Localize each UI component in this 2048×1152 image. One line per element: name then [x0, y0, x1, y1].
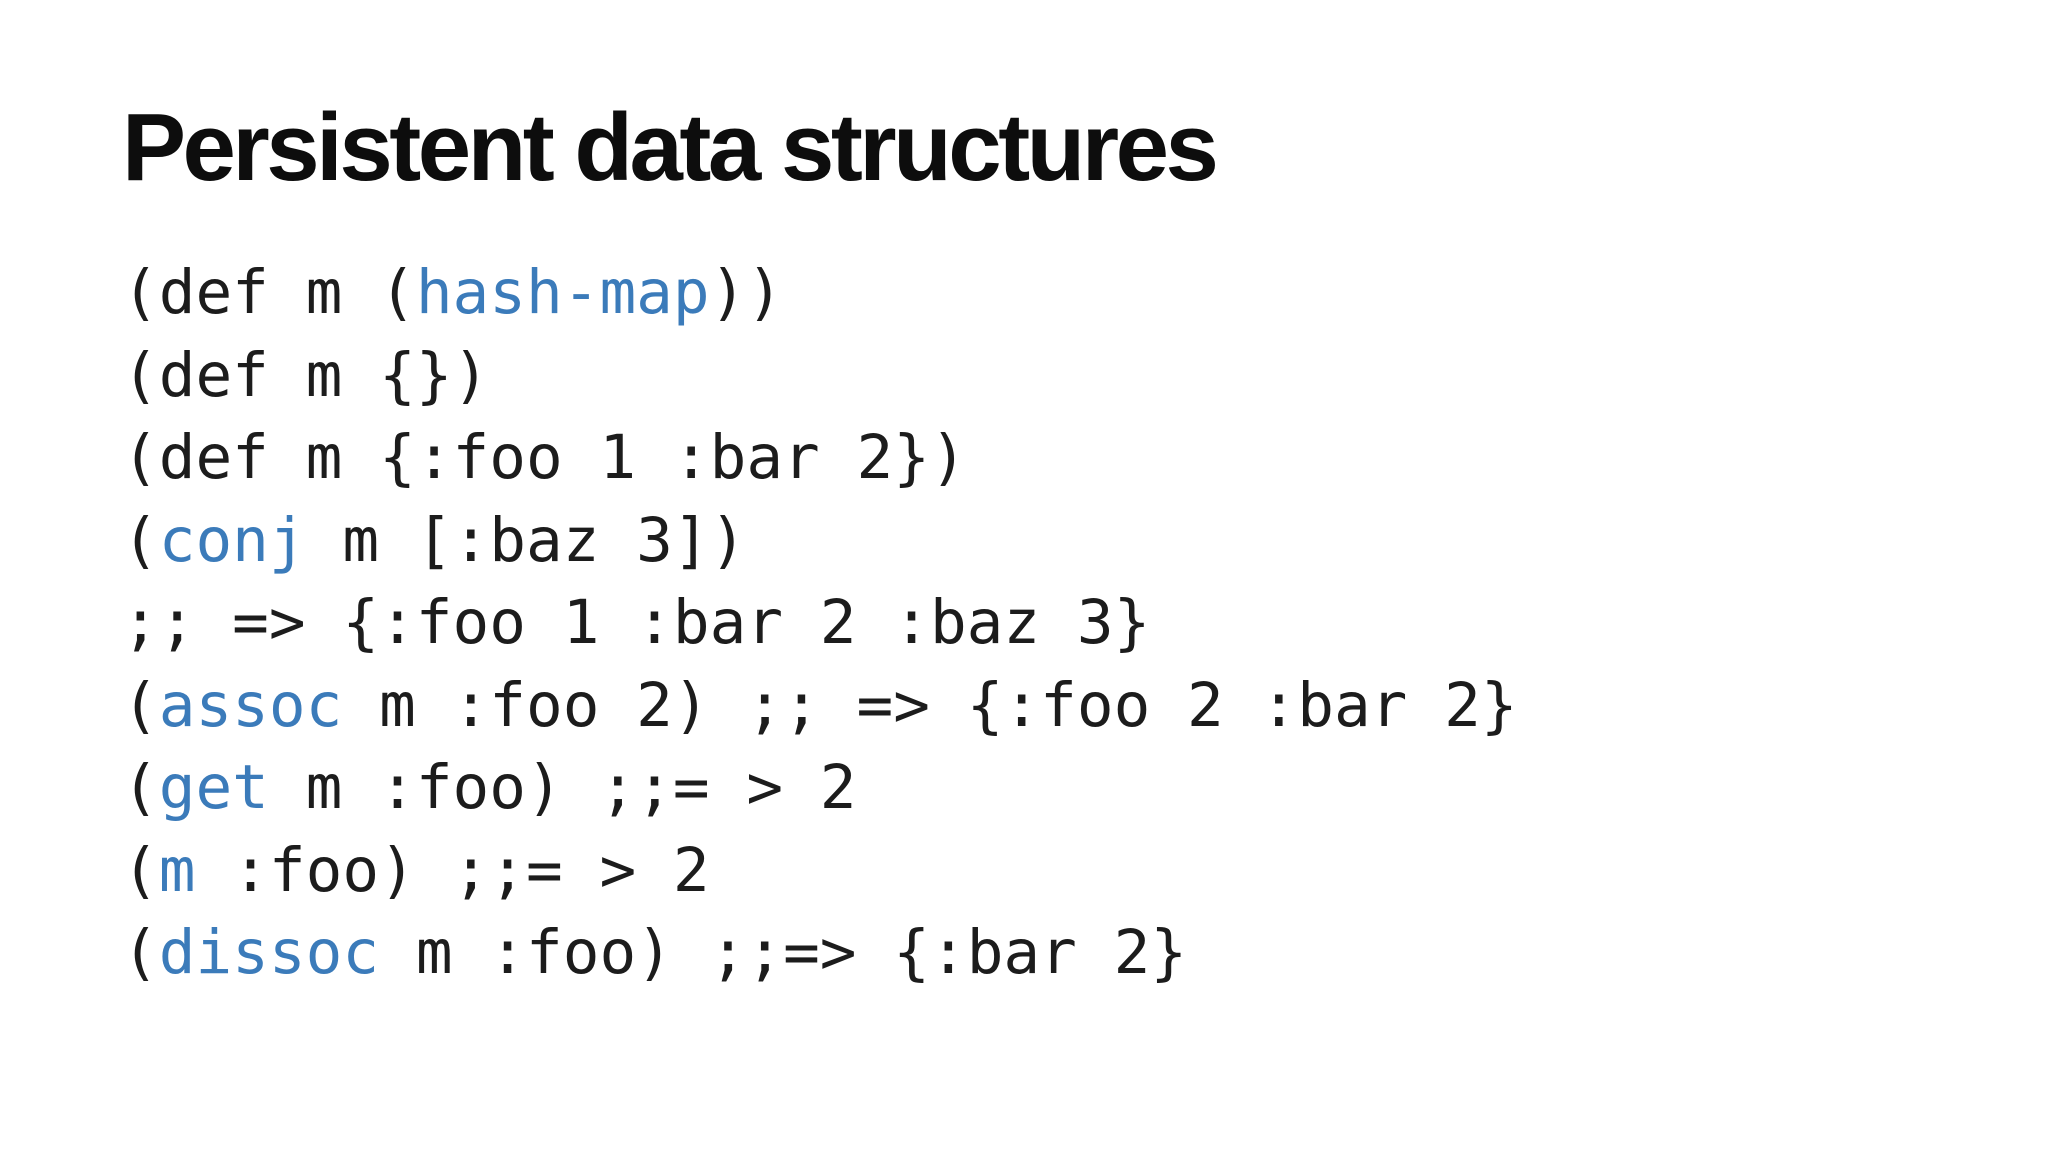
- code-text: m :foo) ;;=> {:bar 2}: [379, 917, 1188, 988]
- code-keyword: conj: [158, 504, 306, 576]
- code-text: (: [122, 504, 159, 576]
- code-text: (def m {:foo 1 :bar 2}): [122, 422, 967, 493]
- code-line: ;; => {:foo 1 :bar 2 :baz 3}: [122, 582, 1518, 665]
- code-text: m [:baz 3]): [305, 504, 747, 576]
- code-text: (: [122, 752, 159, 823]
- code-line: (def m {}): [122, 335, 1518, 418]
- code-text: :foo) ;;= > 2: [195, 834, 710, 906]
- code-line: (def m (hash-map)): [122, 252, 1518, 335]
- code-keyword: m: [158, 834, 196, 906]
- code-line: (m :foo) ;;= > 2: [122, 830, 1518, 913]
- code-text: (: [122, 669, 159, 741]
- code-text: (def m (: [122, 257, 416, 328]
- code-text: (def m {}): [122, 339, 490, 411]
- code-line: (get m :foo) ;;= > 2: [122, 747, 1518, 830]
- slide-title: Persistent data structures: [122, 94, 1219, 201]
- code-keyword: hash-map: [415, 257, 710, 328]
- code-keyword: assoc: [158, 669, 343, 741]
- code-text: (: [122, 917, 159, 988]
- code-text: m :foo) ;;= > 2: [268, 752, 857, 823]
- code-text: )): [709, 257, 784, 328]
- code-text: ;; => {:foo 1 :bar 2 :baz 3}: [122, 587, 1151, 658]
- code-block: (def m (hash-map))(def m {})(def m {:foo…: [122, 252, 1518, 995]
- code-text: m :foo 2) ;; => {:foo 2 :bar 2}: [342, 669, 1518, 741]
- code-line: (assoc m :foo 2) ;; => {:foo 2 :bar 2}: [122, 665, 1518, 748]
- code-keyword: get: [158, 752, 269, 823]
- code-text: (: [122, 834, 159, 906]
- code-line: (dissoc m :foo) ;;=> {:bar 2}: [122, 912, 1518, 995]
- code-line: (def m {:foo 1 :bar 2}): [122, 417, 1518, 500]
- code-line: (conj m [:baz 3]): [122, 500, 1518, 583]
- code-keyword: dissoc: [158, 917, 380, 988]
